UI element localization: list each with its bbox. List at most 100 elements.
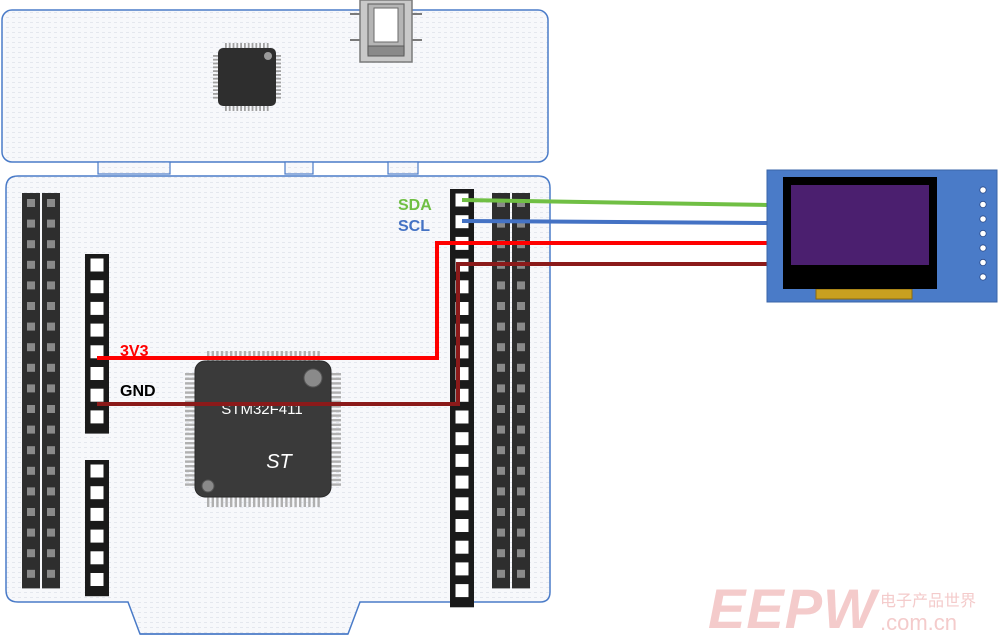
header-pin (47, 281, 55, 290)
header-pin (517, 199, 525, 207)
header-pin (89, 572, 105, 587)
header-pin (517, 569, 525, 578)
header-pin (517, 384, 525, 393)
header-pin (27, 302, 35, 310)
header-pin (27, 363, 35, 372)
header-pin (497, 199, 505, 207)
header-pin (454, 496, 470, 512)
sda-wire (461, 198, 768, 207)
header-pin (89, 366, 105, 381)
header-pin (89, 550, 105, 566)
header-pin (497, 466, 505, 475)
header-pin (27, 260, 35, 269)
header-pin (497, 446, 505, 455)
header-pin (517, 281, 525, 290)
gnd-wire (97, 262, 767, 406)
header-pin (27, 199, 35, 207)
header-pin (497, 487, 505, 496)
vcc-wire (97, 241, 767, 360)
header-pin (47, 425, 55, 434)
header-pin (47, 487, 55, 496)
header-pin (47, 569, 55, 578)
oled-display-icon (766, 169, 998, 303)
header-pin (497, 219, 505, 228)
header-pin (27, 405, 35, 413)
header-pin (27, 549, 35, 558)
header-pin (497, 322, 505, 331)
header-pin (517, 363, 525, 372)
header-pin (27, 466, 35, 475)
header-pin (27, 425, 35, 434)
header-pin (47, 446, 55, 455)
header-pin (27, 281, 35, 290)
right-double-pin-header (492, 193, 530, 589)
mcu-chip-body: STM32F411 ST (194, 360, 332, 498)
header-pin (454, 561, 470, 577)
header-pin (27, 487, 35, 496)
debugger-chip-icon (213, 43, 281, 111)
header-pin (89, 279, 105, 295)
header-pin (89, 409, 105, 425)
usb-connector-icon (348, 0, 422, 63)
header-pin (497, 508, 505, 516)
header-pin (47, 260, 55, 269)
header-pin (454, 539, 470, 555)
header-pin (47, 219, 55, 228)
header-pin (47, 528, 55, 537)
header-pin (89, 322, 105, 338)
header-pin (497, 281, 505, 290)
header-pin (517, 322, 525, 331)
gnd-label: GND (120, 383, 156, 400)
header-pin (47, 466, 55, 475)
header-pin (27, 384, 35, 393)
header-pin (517, 508, 525, 516)
left-single-header-top (85, 254, 109, 434)
header-pin (89, 387, 105, 403)
header-pin (27, 343, 35, 352)
header-pin (27, 569, 35, 578)
header-pin (497, 569, 505, 578)
header-pin (497, 528, 505, 537)
header-pin (47, 199, 55, 207)
header-pin (47, 240, 55, 249)
header-pin (517, 549, 525, 558)
header-pin (89, 506, 105, 522)
left-single-header-bottom (85, 460, 109, 597)
header-pin (517, 219, 525, 228)
header-pin (27, 322, 35, 331)
wires (97, 198, 768, 406)
header-pin (47, 322, 55, 331)
header-pin (27, 446, 35, 455)
watermark-logo: EEPW 电子产品世界 .com.cn (708, 577, 976, 637)
header-pin (89, 463, 105, 479)
header-pin (454, 583, 470, 599)
header-pin (517, 302, 525, 310)
header-pin (454, 452, 470, 468)
sda-label: SDA (398, 197, 432, 214)
header-pin (89, 300, 105, 316)
header-pin (47, 508, 55, 516)
header-pin (454, 518, 470, 533)
scl-wire (461, 219, 768, 225)
header-pin (89, 528, 105, 544)
header-pin (517, 528, 525, 537)
header-pin (497, 343, 505, 352)
watermark-brand: EEPW (708, 577, 880, 637)
watermark-tagline: 电子产品世界 (880, 591, 976, 610)
header-pin (497, 384, 505, 393)
v33-label: 3V3 (120, 343, 149, 360)
header-pin (89, 257, 105, 273)
header-pin (47, 363, 55, 372)
header-pin (27, 508, 35, 516)
header-pin (517, 425, 525, 434)
header-pin (47, 343, 55, 352)
header-pin (497, 363, 505, 372)
scl-label: SCL (398, 218, 430, 235)
header-pin (497, 302, 505, 310)
header-pin (454, 474, 470, 490)
header-pin (454, 409, 470, 425)
header-pin (517, 343, 525, 352)
left-double-pin-header (22, 193, 60, 589)
header-pin (47, 302, 55, 310)
